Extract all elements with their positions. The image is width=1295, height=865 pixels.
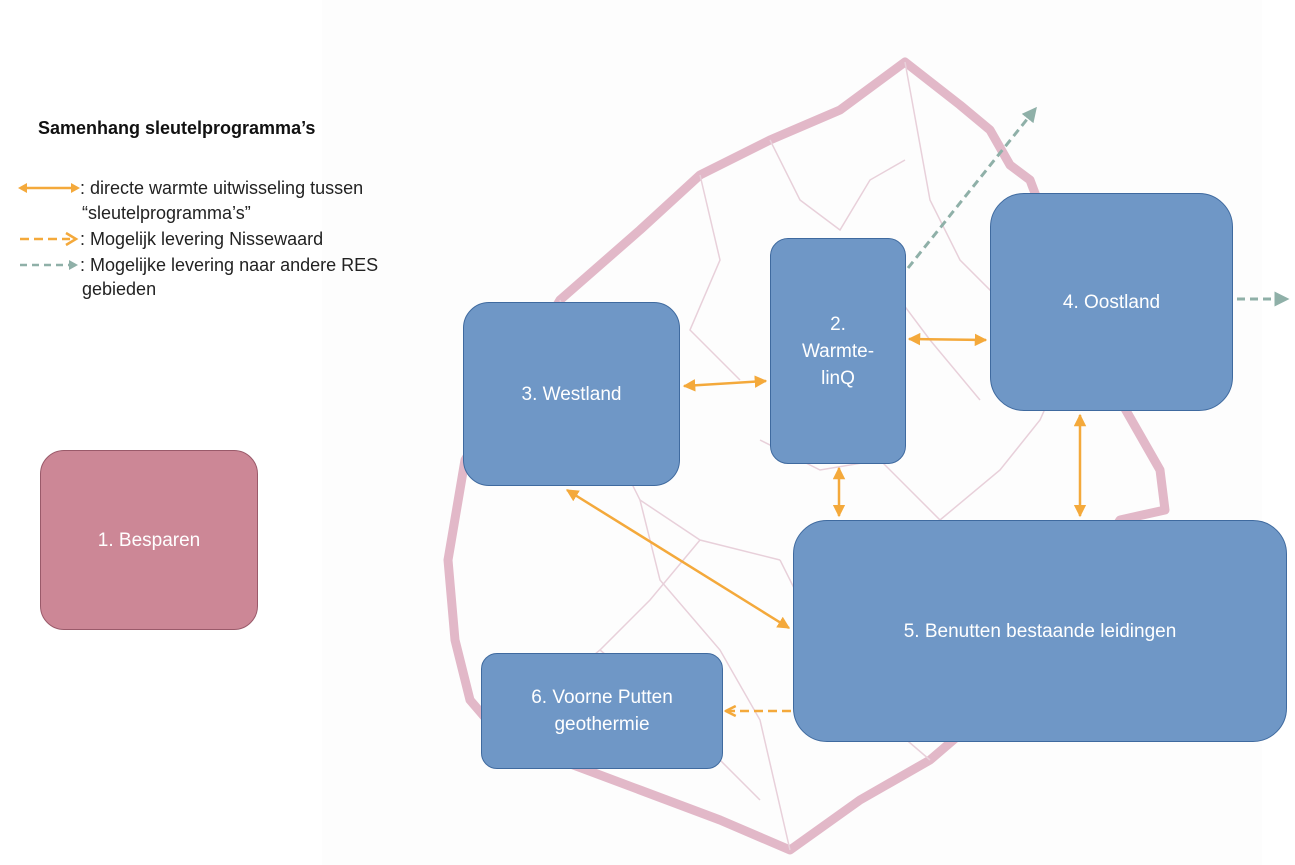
legend-label-nissewaard: : Mogelijk levering Nissewaard (80, 229, 324, 249)
legend-label-other-res-cont: gebieden (82, 279, 157, 299)
program-oostland[interactable]: 4. Oostland (990, 193, 1233, 411)
arrow-warmtelinq-oostland (907, 332, 988, 347)
program-benutten[interactable]: 5. Benutten bestaande leidingen (793, 520, 1287, 742)
program-besparen-label: 1. Besparen (97, 529, 201, 551)
program-benutten-label: 5. Benutten bestaande leidingen (903, 620, 1177, 642)
legend-label-other-res: : Mogelijke levering naar andere RES (80, 255, 379, 275)
arrow-westland-benutten (565, 488, 791, 630)
legend-label-direct-exchange-cont: “sleutelprogramma’s” (82, 203, 251, 223)
arrow-westland-warmtelinq (682, 375, 768, 392)
program-westland[interactable]: 3. Westland (463, 302, 680, 486)
program-oostland-label: 4. Oostland (1062, 292, 1161, 313)
arrow-warmtelinq-other-res (906, 106, 1038, 269)
dashed-arrow-icon (20, 231, 79, 247)
program-besparen[interactable]: 1. Besparen (40, 450, 258, 630)
legend-title: Samenhang sleutelprogramma’s (38, 118, 316, 138)
legend-item-direct-exchange: : directe warmte uitwisseling tussen (18, 176, 363, 200)
program-warmtelinq[interactable]: 2. Warmte- linQ (770, 238, 906, 464)
double-arrow-icon (18, 183, 80, 193)
legend-label-direct-exchange: : directe warmte uitwisseling tussen (80, 178, 364, 198)
program-warmtelinq-label: 2. Warmte- linQ (801, 313, 875, 389)
program-westland-label: 3. Westland (521, 383, 622, 405)
program-voorne-putten-label: 6. Voorne Putten geothermie (531, 687, 673, 735)
legend-item-other-res: : Mogelijke levering naar andere RES (18, 253, 378, 277)
dashed-arrow-icon (20, 260, 78, 270)
program-voorne-putten[interactable]: 6. Voorne Putten geothermie (481, 653, 723, 769)
legend-item-nissewaard: : Mogelijk levering Nissewaard (18, 227, 323, 251)
